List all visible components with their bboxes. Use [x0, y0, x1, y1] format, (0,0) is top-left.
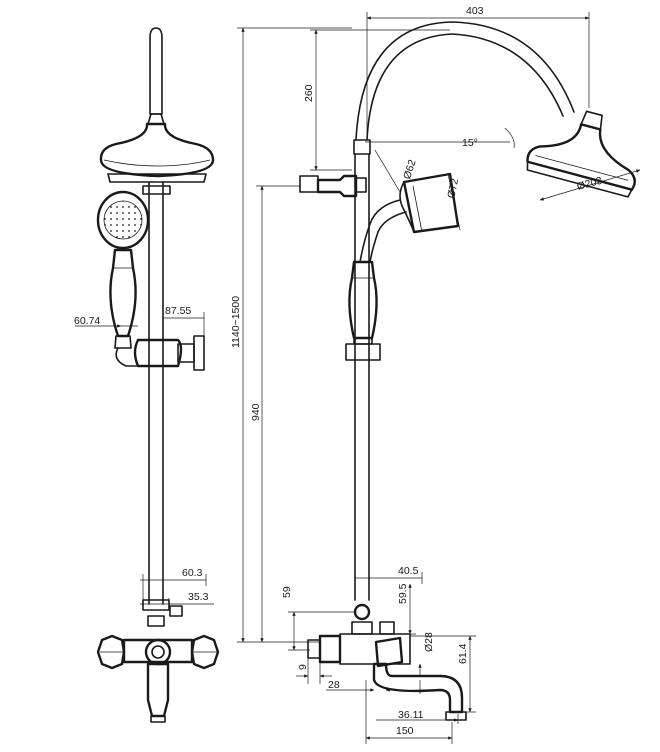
dim-40-5: 40.5	[398, 565, 419, 577]
dim-87-55: 87.55	[165, 305, 191, 317]
dim-940: 940	[250, 403, 262, 421]
right-cross-handle	[190, 634, 220, 670]
side-hand-shower	[402, 172, 460, 234]
hand-shower-head	[96, 190, 150, 250]
dim-28: 28	[328, 679, 340, 691]
dim-1140-1500: 1140~1500	[230, 296, 242, 348]
side-spout	[372, 662, 464, 714]
front-view	[96, 27, 220, 723]
dim-59: 59	[281, 586, 293, 598]
left-cross-handle	[96, 634, 126, 670]
side-dimensions: 403 260 15° Ø62 Ø72 Ø203 1140~1500 940 4…	[230, 5, 641, 744]
front-dimensions: 87.55 60.74 60.3 35.3	[74, 305, 214, 610]
side-view	[299, 21, 636, 721]
front-shower-head	[99, 122, 215, 178]
dim-36-11: 36.11	[398, 709, 424, 721]
dim-dia-72: Ø72	[445, 177, 461, 199]
dim-60-74: 60.74	[74, 315, 100, 327]
dim-dia-28: Ø28	[423, 632, 435, 652]
dim-59-5: 59.5	[397, 583, 409, 604]
dim-dia-203: Ø203	[576, 175, 604, 193]
dim-260: 260	[303, 84, 315, 102]
front-spout	[146, 662, 170, 718]
dim-403: 403	[466, 5, 484, 17]
dim-60-3: 60.3	[182, 567, 203, 579]
dim-150: 150	[396, 725, 414, 737]
dim-9: 9	[297, 664, 309, 670]
side-arched-arm	[355, 21, 575, 141]
dim-35-3: 35.3	[188, 591, 209, 603]
dim-61-4: 61.4	[457, 643, 469, 664]
hand-shower-handle	[109, 248, 137, 338]
dim-dia-62: Ø62	[401, 158, 419, 181]
dim-15-deg: 15°	[462, 137, 478, 149]
